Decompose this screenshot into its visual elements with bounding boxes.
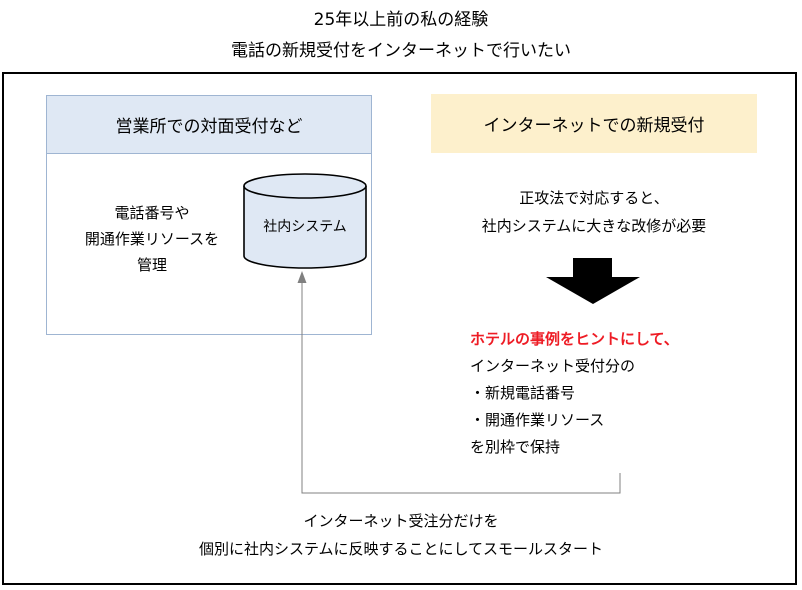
left-panel-text: 電話番号や 開通作業リソースを 管理 [55, 200, 249, 278]
left-text-line-3: 管理 [136, 256, 167, 274]
title-line-2: 電話の新規受付をインターネットで行いたい [231, 41, 571, 61]
hint-line-2: ・新規電話番号 [470, 384, 576, 402]
hint-line-4: を別枠で保持 [470, 438, 561, 456]
left-panel: 営業所での対面受付など 電話番号や 開通作業リソースを 管理 [46, 95, 372, 335]
outer-frame [2, 72, 797, 585]
right-desc-line-1: 正攻法で対応すると、 [519, 189, 669, 207]
hint-line-1: インターネット受付分の [470, 357, 636, 375]
left-text-line-2: 開通作業リソースを [84, 230, 220, 248]
hint-line-3: ・開通作業リソース [470, 411, 605, 429]
title-line-1: 25年以上前の私の経験 [313, 10, 489, 30]
right-desc-line-2: 社内システムに大きな改修が必要 [481, 217, 707, 235]
system-label: 社内システム [263, 219, 347, 235]
right-panel-header: インターネットでの新規受付 [431, 94, 757, 153]
bottom-line-1: インターネット受注分だけを [303, 512, 499, 530]
right-panel-description: 正攻法で対応すると、 社内システムに大きな改修が必要 [431, 184, 757, 240]
hint-block: ホテルの事例をヒントにして、 インターネット受付分の ・新規電話番号 ・開通作業… [470, 326, 790, 461]
bottom-caption: インターネット受注分だけを 個別に社内システムに反映することにしてスモールスター… [0, 507, 802, 563]
left-panel-header: 営業所での対面受付など [47, 96, 371, 154]
hint-title: ホテルの事例をヒントにして、 [470, 330, 679, 348]
bottom-line-2: 個別に社内システムに反映することにしてスモールスタート [198, 540, 604, 558]
left-text-line-1: 電話番号や [114, 204, 190, 222]
